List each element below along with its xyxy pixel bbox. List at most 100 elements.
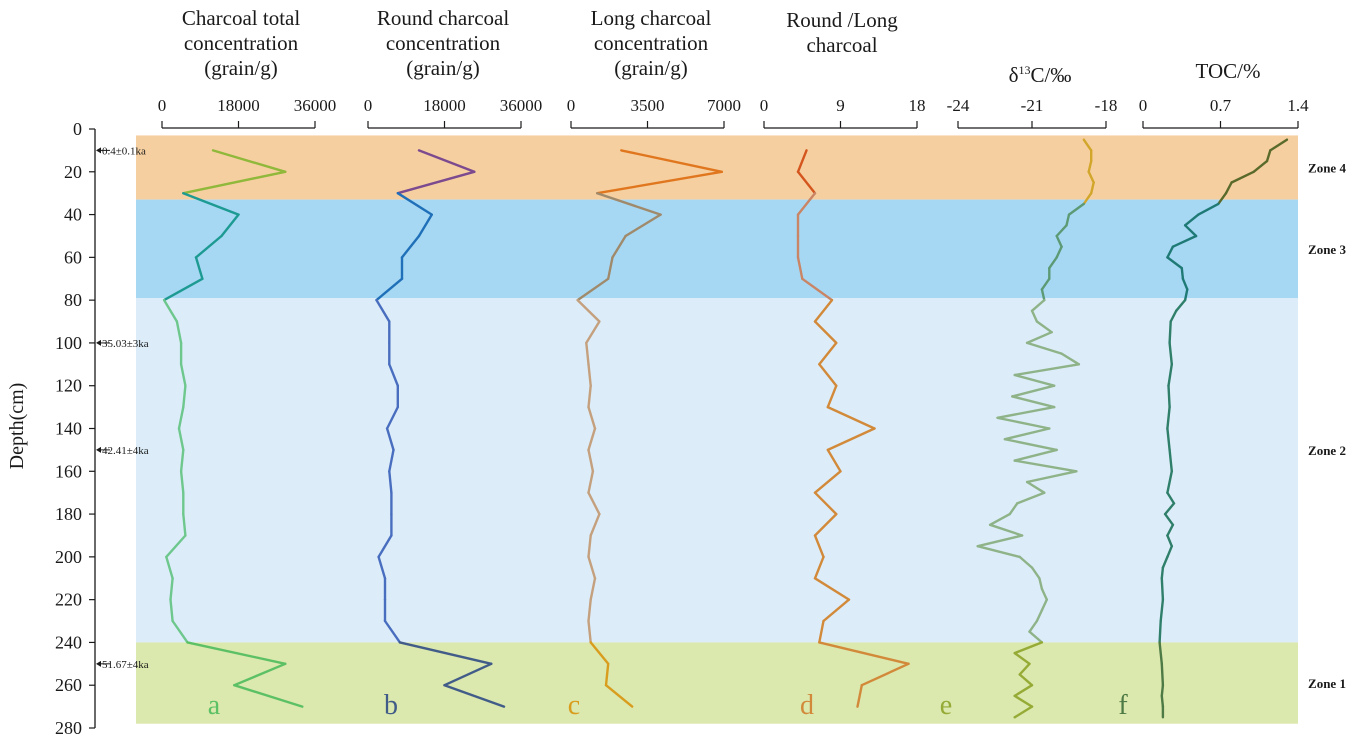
series-segment-f — [1183, 288, 1189, 302]
series-segment-f — [1197, 202, 1220, 216]
series-segment-e — [1028, 630, 1044, 644]
depth-tick-label: 100 — [55, 333, 82, 353]
series-segment-b — [417, 213, 433, 238]
series-segment-f — [1180, 266, 1185, 280]
series-segment-b — [383, 619, 402, 644]
series-segment-c — [587, 555, 597, 580]
panel-title-b: Round charcoal — [377, 6, 510, 30]
panel-tick-label-e: -21 — [1021, 96, 1044, 115]
zone-label-4: Zone 1 — [1308, 676, 1346, 691]
series-segment-e — [1065, 213, 1071, 227]
series-segment-a — [194, 234, 223, 259]
series-segment-f — [1217, 191, 1228, 206]
panel-letter-e: e — [940, 690, 952, 721]
series-segment-e — [1082, 191, 1093, 206]
depth-tick-label: 60 — [64, 247, 82, 267]
panel-letter-d: d — [800, 690, 814, 721]
series-segment-f — [1158, 641, 1164, 665]
age-label-1: 0.4±0.1ka — [102, 145, 146, 157]
series-segment-d — [860, 662, 910, 687]
panel-tick-label-d: 18 — [909, 96, 926, 115]
series-segment-b — [398, 641, 493, 665]
series-segment-d — [818, 641, 910, 665]
series-segment-f — [1163, 512, 1175, 526]
panel-title-a: (grain/g) — [204, 56, 277, 80]
series-segment-e — [1013, 705, 1034, 719]
series-segment-f — [1183, 213, 1200, 227]
series-segment-b — [417, 149, 476, 174]
series-segment-e — [1038, 577, 1044, 591]
series-segment-d — [796, 149, 808, 174]
panel-letter-f: f — [1118, 690, 1128, 721]
series-segment-e — [1040, 587, 1049, 601]
series-segment-f — [1167, 363, 1174, 387]
series-segment-e — [1040, 277, 1051, 291]
depth-tick-label: 120 — [55, 376, 82, 396]
series-segment-d — [818, 363, 838, 387]
series-segment-e — [1040, 288, 1046, 302]
age-label-2: 35.03±3ka — [102, 338, 149, 350]
panel-title-c: Long charcoal — [591, 6, 712, 30]
series-segment-a — [169, 577, 174, 601]
series-segment-c — [604, 662, 610, 687]
series-segment-b — [396, 170, 476, 195]
series-segment-e — [1013, 641, 1044, 655]
series-segment-f — [1166, 245, 1175, 259]
series-segment-e — [1011, 395, 1056, 409]
depth-axis-title: Depth(cm) — [6, 383, 28, 470]
panel-tick-label-d: 9 — [836, 96, 845, 115]
series-segment-f — [1166, 470, 1174, 494]
series-segment-c — [587, 598, 592, 623]
series-segment-e — [1087, 159, 1093, 174]
age-arrow-icon — [96, 660, 101, 667]
series-segment-e — [1040, 598, 1049, 612]
series-segment-d — [826, 448, 842, 473]
series-segment-e — [1011, 384, 1056, 398]
series-segment-f — [1168, 448, 1174, 473]
panel-tick-label-d: 0 — [760, 96, 769, 115]
series-segment-b — [385, 405, 399, 430]
series-segment-f — [1171, 234, 1198, 248]
series-segment-f — [1166, 405, 1171, 430]
series-segment-e — [1025, 470, 1078, 484]
series-segment-f — [1174, 298, 1187, 312]
panel-letter-a: a — [208, 690, 221, 721]
depth-tick-label: 140 — [55, 419, 82, 439]
series-segment-f — [1161, 555, 1169, 569]
series-segment-b — [385, 427, 395, 452]
series-segment-e — [1055, 245, 1063, 259]
age-label-4: 51.67±4ka — [102, 659, 149, 671]
series-segment-f — [1160, 662, 1165, 687]
series-segment-e — [1008, 502, 1019, 516]
series-segment-b — [375, 298, 391, 323]
series-segment-d — [796, 256, 804, 280]
age-arrow-icon — [96, 147, 101, 154]
panel-title-b: (grain/g) — [406, 56, 479, 80]
panel-tick-label-f: 0.7 — [1210, 96, 1232, 115]
series-segment-e — [1035, 609, 1044, 623]
panel-tick-label-c: 0 — [567, 96, 576, 115]
series-segment-e — [996, 416, 1051, 430]
series-segment-f — [1181, 277, 1189, 291]
series-segment-e — [976, 534, 1024, 548]
zone-band-3 — [136, 298, 1298, 643]
depth-tick-label: 20 — [64, 162, 82, 182]
series-segment-f — [1224, 181, 1233, 195]
series-segment-e — [1030, 298, 1046, 312]
depth-tick-label: 0 — [73, 119, 82, 139]
panel-title-d: Round /Long — [786, 8, 898, 32]
series-segment-b — [443, 662, 493, 687]
series-segment-e — [1067, 202, 1086, 216]
series-segment-b — [375, 277, 404, 302]
series-segment-a — [182, 384, 187, 409]
panel-title-d: charcoal — [806, 33, 877, 57]
series-segment-f — [1169, 309, 1178, 323]
panel-tick-label-a: 0 — [158, 96, 167, 115]
series-segment-e — [1055, 224, 1068, 238]
panel-tick-label-c: 3500 — [631, 96, 665, 115]
panel-tick-label-b: 18000 — [423, 96, 466, 115]
